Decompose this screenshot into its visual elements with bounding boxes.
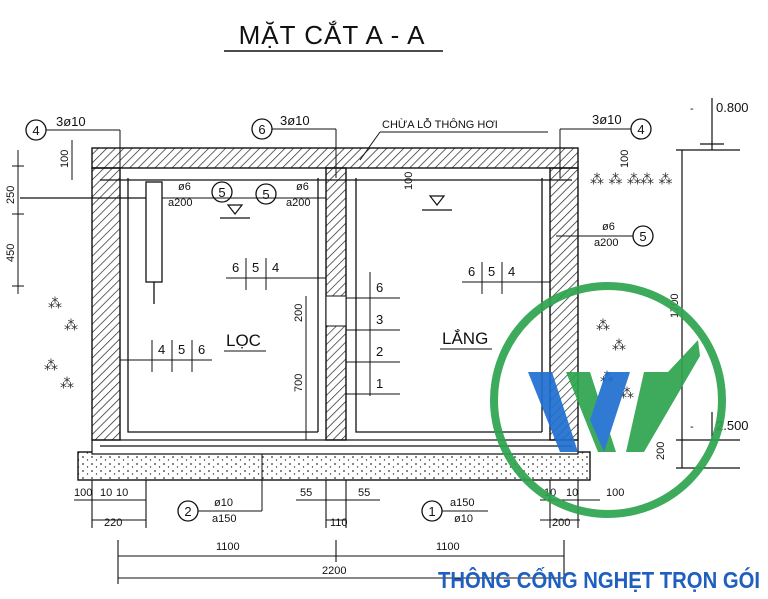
dim-200b: 200 [552,517,570,529]
level-bottom: 2.500 [716,418,749,433]
left-dimension-lines [12,140,73,294]
dim-1100a: 1100 [216,541,240,553]
table-stack-1: 3 [376,312,383,327]
watermark-logo [490,282,726,518]
svg-text:⁂: ⁂ [44,358,58,374]
rebar-right-a2: a200 [594,237,618,249]
rebar-mid-a: ø6 [178,181,191,193]
svg-text:⁂: ⁂ [612,338,626,354]
marker-5-a [211,181,233,203]
dim-10d: 10 [566,487,578,499]
rebar-top-left: 3ø10 [56,114,86,129]
dim-2200: 2200 [322,565,346,577]
dim-100-right: 100 [619,150,631,168]
rebar-top-mid: 3ø10 [280,113,310,128]
water-level-symbols [220,195,452,219]
table-left-inner-0: 6 [232,260,239,275]
svg-text:⁂: ⁂ [596,318,610,334]
room-label-lang: LẮNG [442,329,488,348]
rebar-bottom-right-a: a150 [450,497,474,509]
dim-200-right: 200 [655,442,667,460]
dim-250: 250 [5,186,17,204]
top-slab [91,147,579,169]
table-bottom-left-2: 6 [198,342,205,357]
rebar-mid-b2: a200 [286,197,310,209]
vent-leader-2 [359,131,381,161]
table-right-inner-1: 5 [488,264,495,279]
right-dimension-lines [676,98,740,469]
svg-text:⁂: ⁂ [64,318,78,334]
svg-text:⁂ ⁂: ⁂ ⁂ [640,172,672,188]
dim-1100b: 1100 [436,541,460,553]
bottom-dimension-lines [74,480,600,584]
dim-55a: 55 [300,487,312,499]
marker-2-bottom-text: 2 [184,504,191,519]
inlet-pipe [20,181,163,304]
marker-5-b-text: 5 [262,187,269,202]
table-left-inner-1: 5 [252,260,259,275]
dim-100b: 100 [606,487,624,499]
rebar-mid-b: ø6 [296,181,309,193]
dim-700: 700 [293,374,305,392]
dim-10a: 10 [100,487,112,499]
dim-450: 450 [5,244,17,262]
dim-100-top: 100 [59,150,71,168]
left-wall [91,167,121,441]
rebar-mid-a2: a200 [168,197,192,209]
marker-4-right-text: 4 [637,122,644,137]
dim-200-mid: 200 [293,304,305,322]
table-stack-3: 1 [376,376,383,391]
level-top: 0.800 [716,100,749,115]
rebar-top-right: 3ø10 [592,112,622,127]
level-bottom-sign: - [690,421,694,433]
marker-5-b [255,183,277,205]
marker-4-left-text: 4 [32,123,39,138]
rebar-bottom-left-a: ø10 [214,497,233,509]
marker-5-right-text: 5 [639,229,646,244]
dim-110: 110 [330,517,348,529]
table-bottom-left-0: 4 [158,342,165,357]
svg-text:⁂: ⁂ [60,376,74,392]
brand-text: THÔNG CỐNG NGHẸT TRỌN GÓI [438,566,760,593]
vent-note: CHỪA LỖ THÔNG HƠI [382,118,498,131]
dim-10b: 10 [116,487,128,499]
rebar-right-a: ø6 [602,221,615,233]
svg-text:⁂: ⁂ [48,296,62,312]
level-top-sign: - [690,103,694,115]
table-bottom-left-1: 5 [178,342,185,357]
dim-220: 220 [104,517,122,529]
table-stack-0: 6 [376,280,383,295]
table-left-inner-2: 4 [272,260,279,275]
table-left-inner: 6 5 4 [226,258,326,290]
table-bottom-left: 4 5 6 [120,340,212,372]
rebar-bottom-left-b: a150 [212,513,236,525]
dim-100-mid: 100 [403,172,415,190]
rebar-bottom-right-b: ø10 [454,513,473,525]
drawing-title: MẶT CẮT A - A [239,20,426,50]
middle-wall-opening [325,295,347,327]
marker-1-bottom-text: 1 [428,504,435,519]
dim-55b: 55 [358,487,370,499]
table-right-inner-0: 6 [468,264,475,279]
table-right-inner: 6 5 4 [462,262,550,294]
marker-6-top-text: 6 [258,122,265,137]
table-right-inner-2: 4 [508,264,515,279]
table-stack-2: 2 [376,344,383,359]
marker-5-a-text: 5 [218,185,225,200]
room-label-loc: LỌC [226,331,261,350]
svg-text:⁂ ⁂ ⁂: ⁂ ⁂ ⁂ [590,172,641,188]
dim-100: 100 [74,487,92,499]
table-stack: 6 3 2 1 [346,272,400,396]
